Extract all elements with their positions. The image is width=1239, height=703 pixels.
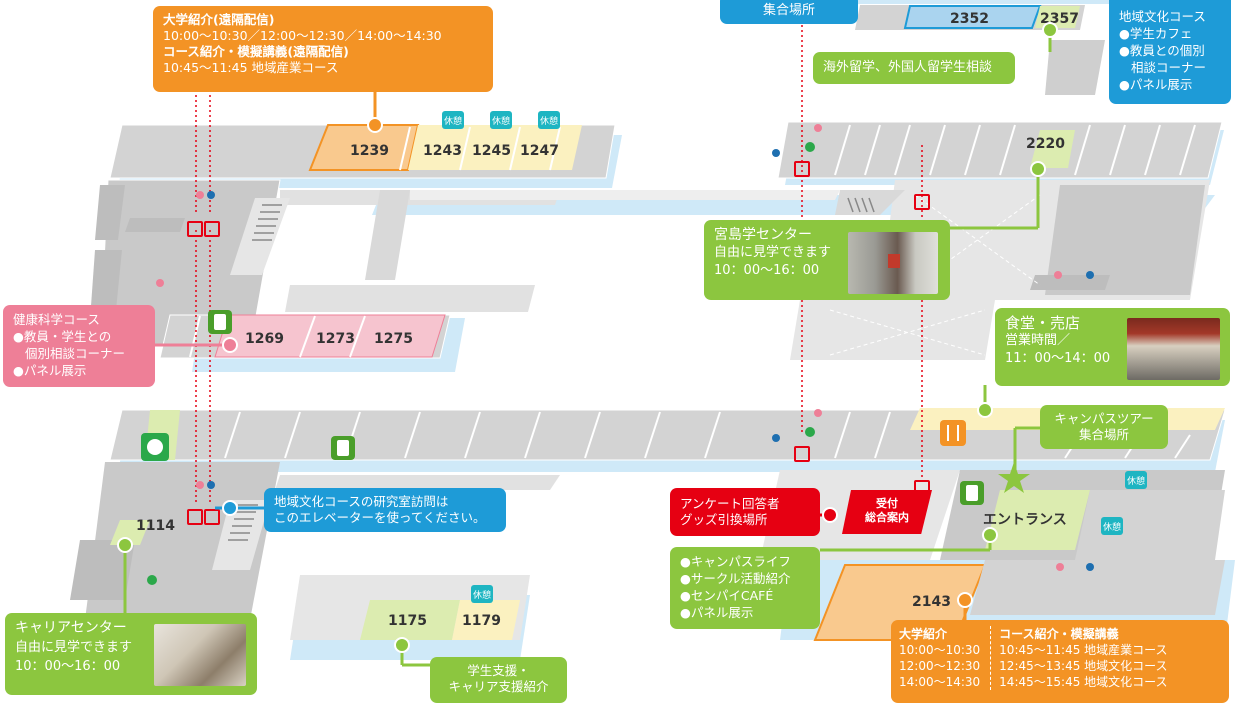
svg-text:休憩: 休憩 <box>1103 521 1121 533</box>
rest-badge: 休憩 <box>471 585 493 603</box>
female-restroom-icon <box>196 191 204 199</box>
elevator-icon <box>794 446 810 462</box>
female-restroom-icon <box>156 279 164 287</box>
restaurant-icon <box>940 420 966 446</box>
rest-badges: 休憩 休憩 休憩 休憩 休憩 休憩 <box>442 111 1147 603</box>
accessible-restroom-icon <box>805 427 815 437</box>
room-1239: 1239 <box>350 143 389 159</box>
callout-study-abroad: 海外留学、外国人留学生相談 <box>813 52 1015 84</box>
svg-text:休憩: 休憩 <box>492 115 510 127</box>
elevator-icon <box>204 221 220 237</box>
floor-2f-building: 2F <box>90 0 1224 372</box>
callout-university-intro-remote: 大学紹介(遠隔配信) 10:00〜10:30／12:00〜12:30／14:00… <box>153 6 493 92</box>
rest-badge: 休憩 <box>442 111 464 129</box>
elevator-icon <box>204 509 220 525</box>
schedule-left-title: 大学紹介 <box>899 627 948 641</box>
room-1114: 1114 <box>136 518 175 534</box>
callout-student-support: 学生支援・ キャリア支援紹介 <box>430 657 567 703</box>
room-2220: 2220 <box>1026 136 1065 152</box>
female-restroom-icon <box>196 481 204 489</box>
rest-badge: 休憩 <box>490 111 512 129</box>
male-restroom-icon <box>772 149 780 157</box>
callout-title: 大学紹介(遠隔配信) <box>163 12 275 27</box>
cafeteria-photo <box>1127 318 1220 380</box>
female-restroom-icon <box>1054 271 1062 279</box>
rest-badge: 休憩 <box>1125 471 1147 489</box>
callout-schedule: 大学紹介 10:00〜10:30 12:00〜12:30 14:00〜14:30… <box>891 620 1229 703</box>
floor-label-2f: 2F <box>604 245 657 296</box>
room-1247: 1247 <box>520 143 559 159</box>
elevator-icon <box>914 194 930 210</box>
callout-time: 10:45〜11:45 地域産業コース <box>163 60 339 75</box>
entrance-label: エントランス <box>983 512 1067 528</box>
rest-badge: 休憩 <box>1101 517 1123 535</box>
schedule-right-title: コース紹介・模擬講義 <box>999 627 1119 641</box>
male-restroom-icon <box>772 434 780 442</box>
svg-text:休憩: 休憩 <box>473 589 491 601</box>
callout-campus-life: ●キャンパスライフ ●サークル活動紹介 ●センパイCAFÉ ●パネル展示 <box>670 547 820 629</box>
room-1175: 1175 <box>388 613 427 629</box>
female-restroom-icon <box>814 409 822 417</box>
male-restroom-icon <box>207 481 215 489</box>
male-restroom-icon <box>1086 271 1094 279</box>
accessible-restroom-icon <box>805 142 815 152</box>
room-2143: 2143 <box>912 594 951 610</box>
rest-badge: 休憩 <box>538 111 560 129</box>
room-1273: 1273 <box>316 331 355 347</box>
accessible-restroom-icon <box>147 575 157 585</box>
room-2352: 2352 <box>950 11 989 27</box>
floor-label-1f: 1F <box>606 557 659 608</box>
callout-regional-culture-course: 地域文化コース ●学生カフェ ●教員との個別 相談コーナー ●パネル展示 <box>1109 0 1231 104</box>
room-labels: 1239 1243 1245 1247 1269 1273 1275 1114 … <box>136 11 1079 629</box>
callout-time: 10:00〜10:30／12:00〜12:30／14:00〜14:30 <box>163 28 442 43</box>
room-1269: 1269 <box>245 331 284 347</box>
miyajima-center-photo <box>848 232 938 294</box>
svg-text:休憩: 休憩 <box>1127 475 1145 487</box>
elevator-icon <box>187 221 203 237</box>
restroom-icons <box>147 124 1094 585</box>
female-restroom-icon <box>814 124 822 132</box>
star-icon <box>998 462 1030 493</box>
elevator-icon <box>794 161 810 177</box>
elevator-icon <box>187 509 203 525</box>
green-icons <box>141 310 984 505</box>
elevator-icons <box>187 161 930 525</box>
room-1243: 1243 <box>423 143 462 159</box>
callout-health-science-course: 健康科学コース ●教員・学生との 個別相談コーナー ●パネル展示 <box>3 305 155 387</box>
female-restroom-icon <box>1056 563 1064 571</box>
career-center-photo <box>154 624 246 686</box>
room-1245: 1245 <box>472 143 511 159</box>
male-restroom-icon <box>207 191 215 199</box>
callout-survey-goods-exchange: アンケート回答者 グッズ引換場所 <box>670 488 820 536</box>
male-restroom-icon <box>1086 563 1094 571</box>
svg-text:休憩: 休憩 <box>444 115 462 127</box>
room-1179: 1179 <box>462 613 501 629</box>
room-1275: 1275 <box>374 331 413 347</box>
callout-title: コース紹介・模擬講義(遠隔配信) <box>163 44 349 59</box>
callout-meeting-point-top: 集合場所 <box>720 0 858 24</box>
callout-elevator-note: 地域文化コースの研究室訪問は このエレベーターを使ってください。 <box>264 488 506 532</box>
callout-campus-tour-meeting: キャンパスツアー 集合場所 <box>1040 405 1168 449</box>
svg-text:休憩: 休憩 <box>540 115 558 127</box>
callout-dots <box>117 22 1058 653</box>
reception-desk: 受付 総合案内 <box>842 490 932 534</box>
